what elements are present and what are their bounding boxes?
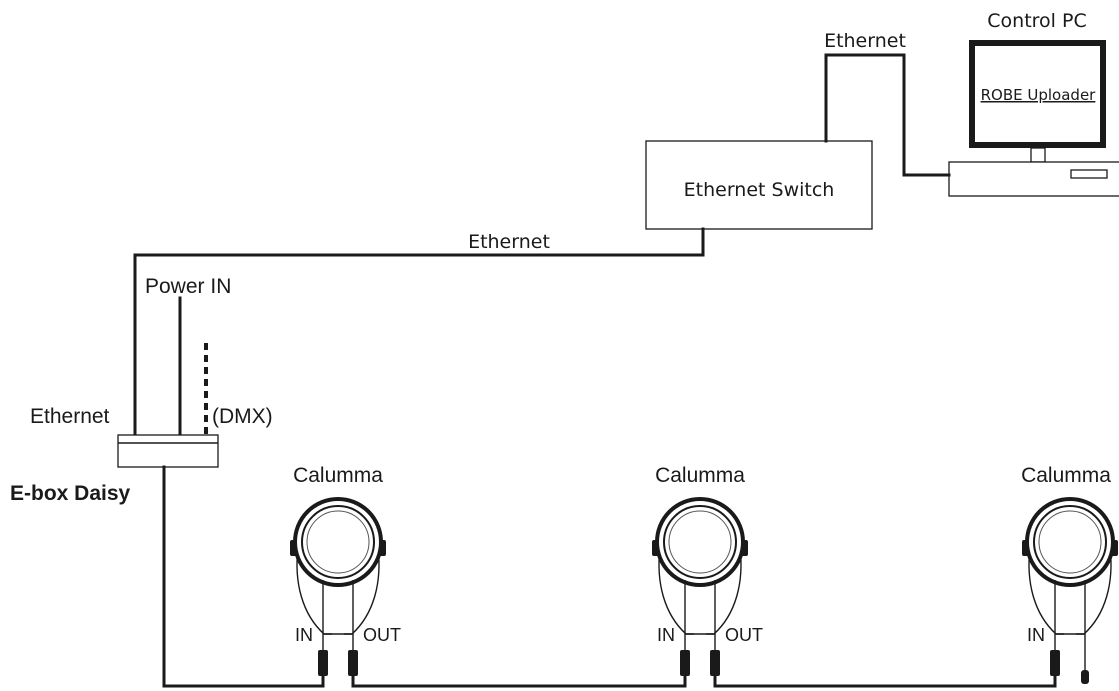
fixture-calumma-1: Calumma IN OUT	[288, 464, 401, 676]
fixture-1-name: Calumma	[293, 464, 383, 487]
daisy-chain-link-2	[713, 674, 1057, 688]
ethernet-cable-ebox-switch	[133, 227, 705, 437]
uploader-label: ROBE Uploader	[981, 86, 1097, 104]
fixture-2-out-label: OUT	[725, 625, 763, 645]
ebox-daisy: E-box Daisy	[10, 434, 219, 505]
daisy-chain-link-1	[351, 674, 687, 688]
fixture-1-in-label: IN	[295, 625, 313, 645]
ethernet-cable-switch-pc	[824, 53, 951, 177]
fixture-1-in-connector	[318, 650, 328, 676]
fixture-1-out-connector	[348, 650, 358, 676]
fixture-calumma-2: Calumma IN OUT	[650, 464, 763, 676]
ethernet-switch-label: Ethernet Switch	[684, 179, 835, 201]
ethernet-label-mid: Ethernet	[468, 231, 550, 253]
control-pc: Control PC ROBE Uploader	[948, 10, 1119, 197]
control-pc-label: Control PC	[987, 10, 1086, 32]
fixture-2-name: Calumma	[655, 464, 745, 487]
fixture-3-in-connector	[1050, 650, 1060, 676]
fixture-3-name: Calumma	[1021, 464, 1111, 487]
fixture-2-in-label: IN	[657, 625, 675, 645]
daisy-chain-cable	[162, 465, 325, 688]
power-in-label: Power IN	[145, 275, 231, 298]
fixture-3-terminator	[1081, 670, 1089, 684]
fixture-2-in-connector	[680, 650, 690, 676]
ethernet-label-left: Ethernet	[30, 405, 110, 428]
ethernet-label-top: Ethernet	[824, 30, 906, 52]
fixture-2-out-connector	[710, 650, 720, 676]
fixture-3-in-label: IN	[1027, 625, 1045, 645]
ebox-label: E-box Daisy	[10, 482, 131, 505]
ethernet-switch: Ethernet Switch	[645, 140, 873, 230]
dmx-label: (DMX)	[212, 405, 273, 428]
fixture-1-out-label: OUT	[363, 625, 401, 645]
fixture-calumma-3: Calumma IN	[1020, 464, 1119, 684]
